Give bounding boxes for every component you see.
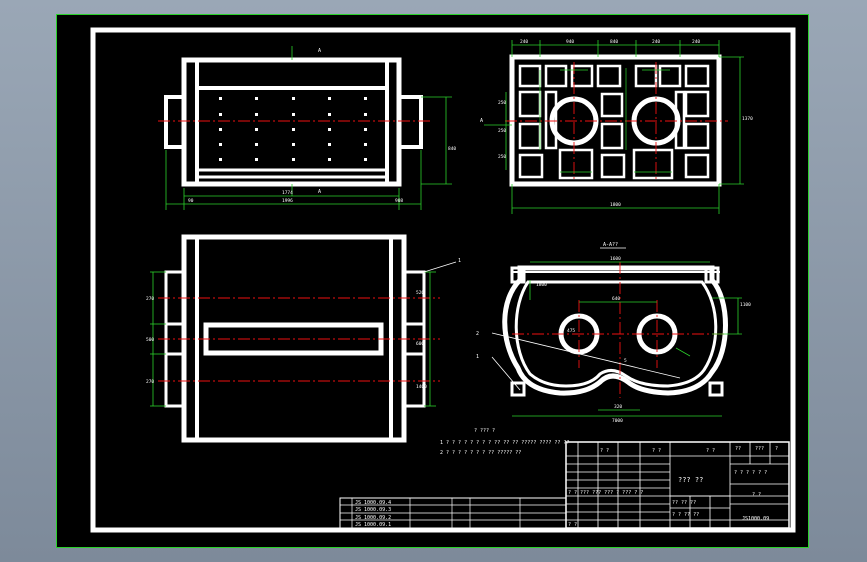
- dim-text: 240: [692, 39, 700, 45]
- dim-text: 1600: [610, 256, 621, 262]
- side-view-body: [509, 54, 722, 187]
- section-view: A-A?? 1600 640 320 7000 1800 1100 475 5 …: [476, 242, 751, 424]
- title-header: ? ?: [706, 448, 715, 454]
- dim-text: 250: [498, 100, 506, 106]
- drawing-name: ??? ??: [678, 476, 703, 484]
- callout-1: 1: [476, 354, 479, 360]
- dim-text: 1800: [610, 202, 621, 208]
- dim-text: 250: [498, 154, 506, 160]
- side-view: A 240 940 840 240 240 1800 1370 250 250 …: [480, 39, 753, 214]
- title-row: ? ? ??? ??? ??? ? ??? ? ?: [568, 490, 643, 496]
- material: ? ? ? ? ? ?: [734, 470, 767, 476]
- dim-text: 475: [567, 328, 575, 334]
- plan-view-body: [181, 234, 407, 443]
- dim-text: 600: [416, 341, 424, 347]
- title-header: ? ?: [600, 448, 609, 454]
- right-flange: [397, 95, 423, 149]
- dim-text: 840: [610, 39, 618, 45]
- dim-text: 500: [146, 337, 154, 343]
- dim-text: 840: [448, 146, 456, 152]
- title-row: ? ?: [568, 522, 577, 528]
- title-block: ? ? ? ? ? ? ?? ??? ? ??? ?? ? ? ? ? ? ? …: [565, 441, 790, 529]
- title-row: ? ? ?? ??: [672, 512, 699, 518]
- drawing-code: JS1000.09: [742, 516, 769, 522]
- dim-text: 1400: [416, 384, 427, 390]
- section-marker-bottom: A: [318, 189, 321, 195]
- dim-text: 1800: [536, 282, 547, 288]
- bolt-pattern: [219, 97, 367, 161]
- technical-notes: ? ??? ? 1 ? ? ? ? ? ? ? ? ?? ?? ?? ?????…: [440, 428, 569, 456]
- dim-text: 270: [146, 296, 154, 302]
- part-code: JS 1000.09.1: [355, 522, 391, 528]
- front-view-body: [181, 57, 402, 187]
- front-view: A A 1774 1996 90 840 908: [158, 46, 456, 210]
- note-line-2: 2 ? ? ? ? ? ? ? ?? ????? ??: [440, 450, 521, 456]
- part-code: JS 1000.09.3: [355, 507, 391, 513]
- left-flange: [164, 95, 186, 149]
- note-line-1: 1 ? ? ? ? ? ? ? ? ?? ?? ?? ????? ???? ??…: [440, 440, 569, 446]
- dim-text: 940: [566, 39, 574, 45]
- plan-view: 270 500 270 520 600 1400 1: [146, 234, 461, 443]
- dim-text: 1100: [740, 302, 751, 308]
- part-code: JS 1000.09.4: [355, 500, 391, 506]
- section-marker-side: A: [480, 118, 483, 124]
- dim-text: 5: [624, 358, 627, 364]
- dim-text: 7000: [612, 418, 623, 424]
- dim-text: 1370: [742, 116, 753, 122]
- dim-text: 1996: [282, 198, 293, 204]
- dim-text: 240: [520, 39, 528, 45]
- dim-text: 640: [612, 296, 620, 302]
- title-row: ? ?: [752, 492, 761, 498]
- leader-callout: 1: [458, 258, 461, 264]
- section-marker-top: A: [318, 48, 321, 54]
- dim-text: 1774: [282, 190, 293, 196]
- title-header: ???: [755, 446, 764, 452]
- title-header: ??: [735, 446, 741, 452]
- dim-text: 270: [146, 379, 154, 385]
- dim-text: 520: [416, 290, 424, 296]
- callout-2: 2: [476, 331, 479, 337]
- dim-text: 90: [188, 198, 194, 204]
- dim-text: 250: [498, 128, 506, 134]
- dim-text: 240: [652, 39, 660, 45]
- dim-text: 320: [614, 404, 622, 410]
- title-header: ? ?: [652, 448, 661, 454]
- drawing-frame: [90, 27, 796, 533]
- parts-list: JS 1000.09.4 JS 1000.09.3 JS 1000.09.2 J…: [339, 497, 567, 529]
- title-header: ?: [775, 446, 778, 452]
- section-title: A-A??: [603, 242, 618, 248]
- dim-text: 908: [395, 198, 403, 204]
- notes-heading: ? ??? ?: [474, 428, 495, 434]
- part-code: JS 1000.09.2: [355, 515, 391, 521]
- title-row: ?? ?? ??: [672, 500, 696, 506]
- section-outline: [502, 265, 728, 396]
